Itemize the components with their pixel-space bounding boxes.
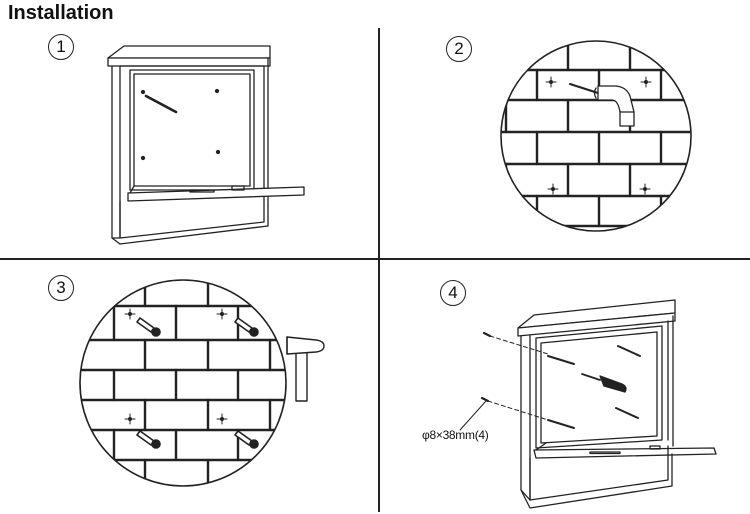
horizontal-divider xyxy=(0,258,750,260)
step-4-number: 4 xyxy=(440,280,466,306)
page-title: Installation xyxy=(8,2,114,24)
vertical-divider xyxy=(378,28,380,512)
step-1-number: 1 xyxy=(48,34,74,60)
hammer-icon xyxy=(286,336,325,402)
step-3-number: 3 xyxy=(48,275,74,301)
mailbox-open-front-icon xyxy=(107,45,305,245)
hammer-anchors-icon xyxy=(79,279,325,487)
screw-spec-label: φ8×38mm(4) xyxy=(422,428,489,442)
drill-wall-icon xyxy=(500,40,692,232)
step-2-number: 2 xyxy=(446,36,472,62)
mount-mailbox-icon xyxy=(459,299,717,509)
